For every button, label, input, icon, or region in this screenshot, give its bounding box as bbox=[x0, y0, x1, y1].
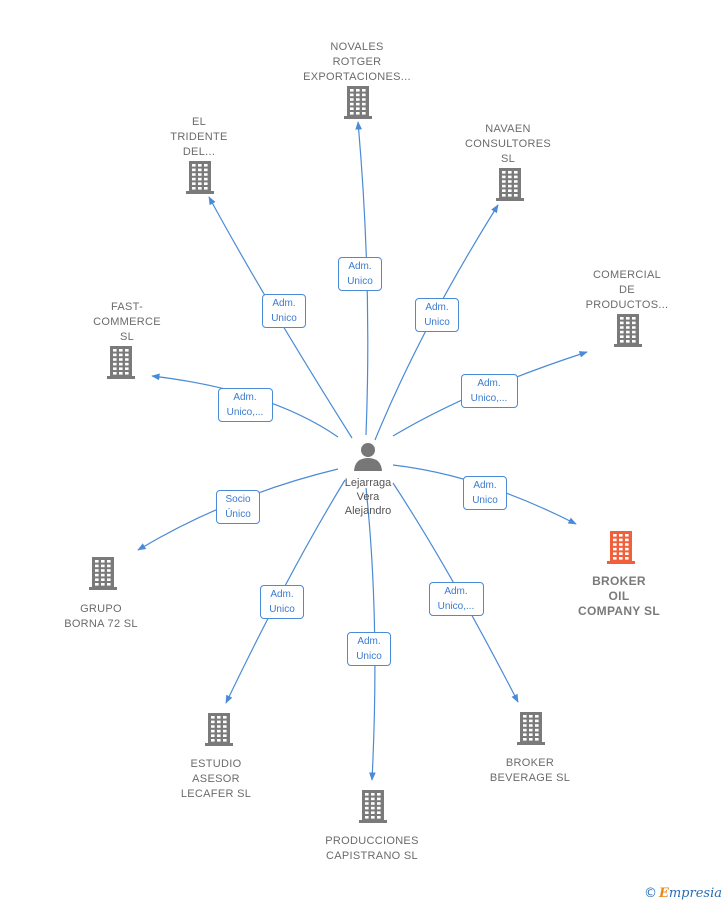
edge-label-lecafer[interactable]: Adm. Unico bbox=[260, 585, 304, 619]
building-icon-beverage bbox=[517, 712, 545, 745]
nodes-layer bbox=[89, 86, 642, 823]
edge-label-broker-oil[interactable]: Adm. Unico bbox=[463, 476, 507, 510]
edge-label-comercial[interactable]: Adm. Unico,... bbox=[460, 374, 518, 408]
brand-logo: ©Empresia bbox=[644, 886, 722, 901]
person-label[interactable]: Lejarraga Vera Alejandro bbox=[344, 477, 392, 517]
building-icon-lecafer bbox=[205, 713, 233, 746]
company-label-navaen[interactable]: NAVAEN CONSULTORES SL bbox=[464, 123, 552, 165]
company-label-novales[interactable]: NOVALES ROTGER EXPORTACIONES... bbox=[303, 41, 411, 83]
building-icon-navaen bbox=[496, 168, 524, 201]
brand-name: mpresia bbox=[668, 886, 722, 901]
company-label-lecafer[interactable]: ESTUDIO ASESOR LECAFER SL bbox=[180, 758, 252, 800]
building-icon-novales bbox=[344, 86, 372, 119]
copyright-symbol: © bbox=[643, 886, 657, 901]
building-icon-comercial bbox=[614, 314, 642, 347]
building-icon-fast bbox=[107, 346, 135, 379]
company-label-broker-oil[interactable]: BROKER OIL COMPANY SL bbox=[578, 574, 660, 618]
brand-initial: E bbox=[658, 886, 669, 901]
company-label-fast[interactable]: FAST- COMMERCE SL bbox=[93, 301, 161, 343]
edge-line-lecafer bbox=[225, 479, 346, 704]
edge-label-beverage[interactable]: Adm. Unico,... bbox=[428, 582, 484, 616]
company-label-capistrano[interactable]: PRODUCCIONES CAPISTRANO SL bbox=[325, 835, 419, 862]
edge-line-beverage bbox=[392, 482, 519, 703]
company-label-tridente[interactable]: EL TRIDENTE DEL... bbox=[170, 116, 228, 158]
company-label-comercial[interactable]: COMERCIAL DE PRODUCTOS... bbox=[585, 269, 669, 311]
building-icon-broker-oil bbox=[607, 531, 635, 564]
building-icon-borna bbox=[89, 557, 117, 590]
company-label-beverage[interactable]: BROKER BEVERAGE SL bbox=[489, 757, 571, 784]
building-icon-capistrano bbox=[359, 790, 387, 823]
company-label-borna[interactable]: GRUPO BORNA 72 SL bbox=[64, 603, 138, 630]
edge-label-tridente[interactable]: Adm. Unico bbox=[262, 294, 306, 328]
edge-label-capistrano[interactable]: Adm. Unico bbox=[347, 632, 391, 666]
edge-label-fast[interactable]: Adm. Unico,... bbox=[217, 388, 273, 422]
building-icon-tridente bbox=[186, 161, 214, 194]
edge-label-novales[interactable]: Adm. Unico bbox=[338, 257, 382, 291]
edge-label-navaen[interactable]: Adm. Unico bbox=[415, 298, 459, 332]
edge-label-borna[interactable]: Socio Único bbox=[216, 490, 260, 524]
person-icon bbox=[354, 443, 382, 471]
edge-line-capistrano bbox=[365, 487, 376, 781]
